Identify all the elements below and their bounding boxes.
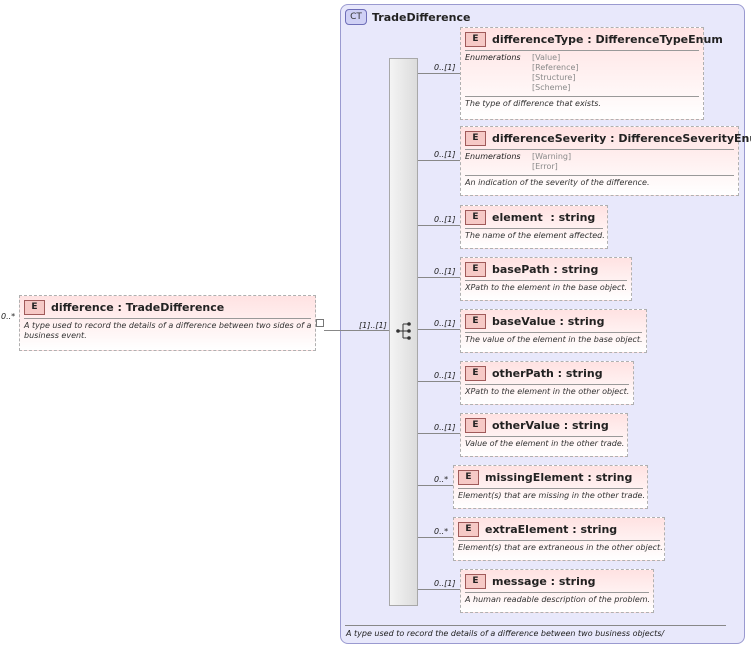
element-badge: E	[465, 365, 486, 381]
element-badge: E	[465, 209, 486, 225]
element-badge: E	[465, 573, 486, 589]
element-difference-severity[interactable]: E differenceSeverity : DifferenceSeverit…	[460, 126, 751, 196]
element-cardinality: 0..[1]	[434, 423, 456, 432]
element-badge: E	[458, 521, 479, 537]
complex-type-footer: A type used to record the details of a d…	[346, 629, 665, 638]
element-desc: Value of the element in the other trade.	[465, 439, 625, 448]
connector	[418, 277, 460, 278]
element-badge: E	[458, 469, 479, 485]
element-desc: XPath to the element in the base object.	[465, 283, 628, 292]
element-title: otherValue : string	[492, 418, 609, 432]
element-title: message : string	[492, 574, 596, 588]
divider	[465, 50, 699, 51]
connector	[418, 537, 453, 538]
divider	[465, 228, 603, 229]
element-cardinality: 0..[1]	[434, 579, 456, 588]
connector	[418, 329, 460, 330]
element-desc: An indication of the severity of the dif…	[465, 178, 650, 187]
element-badge: E	[465, 31, 486, 47]
element-title: differenceType : DifferenceTypeEnum	[492, 32, 723, 46]
connector	[418, 485, 453, 486]
element-title: element : string	[492, 210, 596, 224]
element-cardinality: 0..[1]	[434, 319, 456, 328]
connector	[418, 381, 460, 382]
element-desc: XPath to the element in the other object…	[465, 387, 630, 396]
divider	[465, 96, 699, 97]
enumerations: Enumerations [Value] [Reference] [Struct…	[465, 53, 699, 93]
divider	[465, 280, 627, 281]
element-message[interactable]: E message : string A human readable desc…	[460, 569, 654, 613]
enum-value: [Reference]	[532, 63, 579, 72]
connector	[418, 73, 460, 74]
element-cardinality: 0..*	[434, 475, 449, 484]
element-other-path[interactable]: E otherPath : string XPath to the elemen…	[460, 361, 634, 405]
enumerations: Enumerations [Warning] [Error]	[465, 152, 734, 172]
element-badge: E	[24, 299, 45, 315]
element-title: extraElement : string	[485, 522, 618, 536]
element-element[interactable]: E element : string The name of the eleme…	[460, 205, 608, 249]
divider	[465, 332, 642, 333]
element-cardinality: 0..[1]	[434, 63, 456, 72]
enum-value: [Scheme]	[532, 83, 571, 92]
sequence-cardinality: [1]..[1]	[359, 321, 387, 330]
element-title: differenceSeverity : DifferenceSeverityE…	[492, 131, 751, 145]
element-title: basePath : string	[492, 262, 599, 276]
element-base-value[interactable]: E baseValue : string The value of the el…	[460, 309, 647, 353]
element-desc: A human readable description of the prob…	[465, 595, 651, 604]
divider	[465, 149, 734, 150]
connector	[418, 589, 460, 590]
divider	[465, 175, 734, 176]
root-cardinality: 0..*	[1, 312, 16, 321]
sequence-icon	[396, 322, 411, 340]
enum-value: [Warning]	[532, 152, 572, 161]
divider	[458, 488, 643, 489]
element-cardinality: 0..[1]	[434, 215, 456, 224]
element-cardinality: 0..[1]	[434, 371, 456, 380]
element-badge: E	[465, 130, 486, 146]
element-title: difference : TradeDifference	[51, 300, 225, 314]
element-title: otherPath : string	[492, 366, 603, 380]
element-desc: Element(s) that are extraneous in the ot…	[458, 543, 663, 552]
enumerations-label: Enumerations	[465, 152, 521, 161]
element-badge: E	[465, 261, 486, 277]
complex-type-title: TradeDifference	[372, 10, 471, 24]
footer-divider	[345, 625, 726, 626]
element-missing-element[interactable]: E missingElement : string Element(s) tha…	[453, 465, 648, 509]
enumerations-label: Enumerations	[465, 53, 521, 62]
connector	[418, 433, 460, 434]
element-badge: E	[465, 417, 486, 433]
element-desc: The type of difference that exists.	[465, 99, 601, 108]
element-extra-element[interactable]: E extraElement : string Element(s) that …	[453, 517, 665, 561]
expand-toggle[interactable]	[316, 319, 324, 327]
divider	[458, 540, 660, 541]
enum-value: [Structure]	[532, 73, 576, 82]
divider	[465, 592, 649, 593]
divider	[465, 384, 629, 385]
connector	[418, 160, 460, 161]
element-cardinality: 0..*	[434, 527, 449, 536]
root-element-difference[interactable]: E difference : TradeDifference A type us…	[19, 295, 316, 351]
enum-value: [Error]	[532, 162, 558, 171]
element-desc: Element(s) that are missing in the other…	[458, 491, 646, 500]
element-title: baseValue : string	[492, 314, 605, 328]
element-other-value[interactable]: E otherValue : string Value of the eleme…	[460, 413, 628, 457]
connector	[324, 330, 389, 331]
element-difference-type[interactable]: E differenceType : DifferenceTypeEnum En…	[460, 27, 723, 120]
complex-type-header: CT TradeDifference	[345, 9, 470, 25]
element-base-path[interactable]: E basePath : string XPath to the element…	[460, 257, 632, 301]
divider	[465, 436, 623, 437]
element-cardinality: 0..[1]	[434, 150, 456, 159]
element-desc: The value of the element in the base obj…	[465, 335, 643, 344]
enum-value: [Value]	[532, 53, 561, 62]
element-desc: The name of the element affected.	[465, 231, 605, 240]
element-badge: E	[465, 313, 486, 329]
element-title: missingElement : string	[485, 470, 633, 484]
element-cardinality: 0..[1]	[434, 267, 456, 276]
element-desc: A type used to record the details of a d…	[24, 321, 312, 340]
ct-badge: CT	[345, 9, 367, 25]
divider	[24, 318, 311, 319]
connector	[418, 225, 460, 226]
